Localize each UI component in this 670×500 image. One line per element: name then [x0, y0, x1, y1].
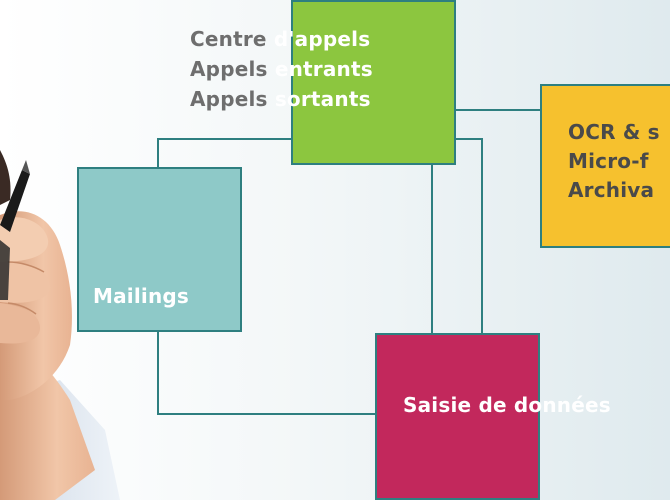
data-entry-label: Saisie de données	[403, 393, 611, 417]
ocr-line-3: Archiva	[568, 178, 655, 202]
ocr-line-2: Micro-f	[568, 149, 649, 173]
call-center-line-1: Centre d'appels	[190, 27, 371, 51]
call-center-box	[291, 0, 456, 165]
connector-callcenter-dataentry	[456, 138, 483, 333]
data-entry-box	[375, 333, 540, 500]
call-center-label: Centre d'appels Appels entrants Appels s…	[190, 24, 373, 114]
mailings-box	[77, 167, 242, 332]
ocr-label: OCR & s Micro-f Archiva	[568, 118, 660, 205]
connector-callcenter-mailings	[157, 138, 291, 167]
ocr-box	[540, 84, 670, 248]
connector-mailings-dataentry	[157, 332, 375, 415]
mailings-label: Mailings	[93, 284, 190, 308]
call-center-line-3: Appels sortants	[190, 87, 371, 111]
call-center-line-2: Appels entrants	[190, 57, 373, 81]
ocr-line-1: OCR & s	[568, 120, 660, 144]
